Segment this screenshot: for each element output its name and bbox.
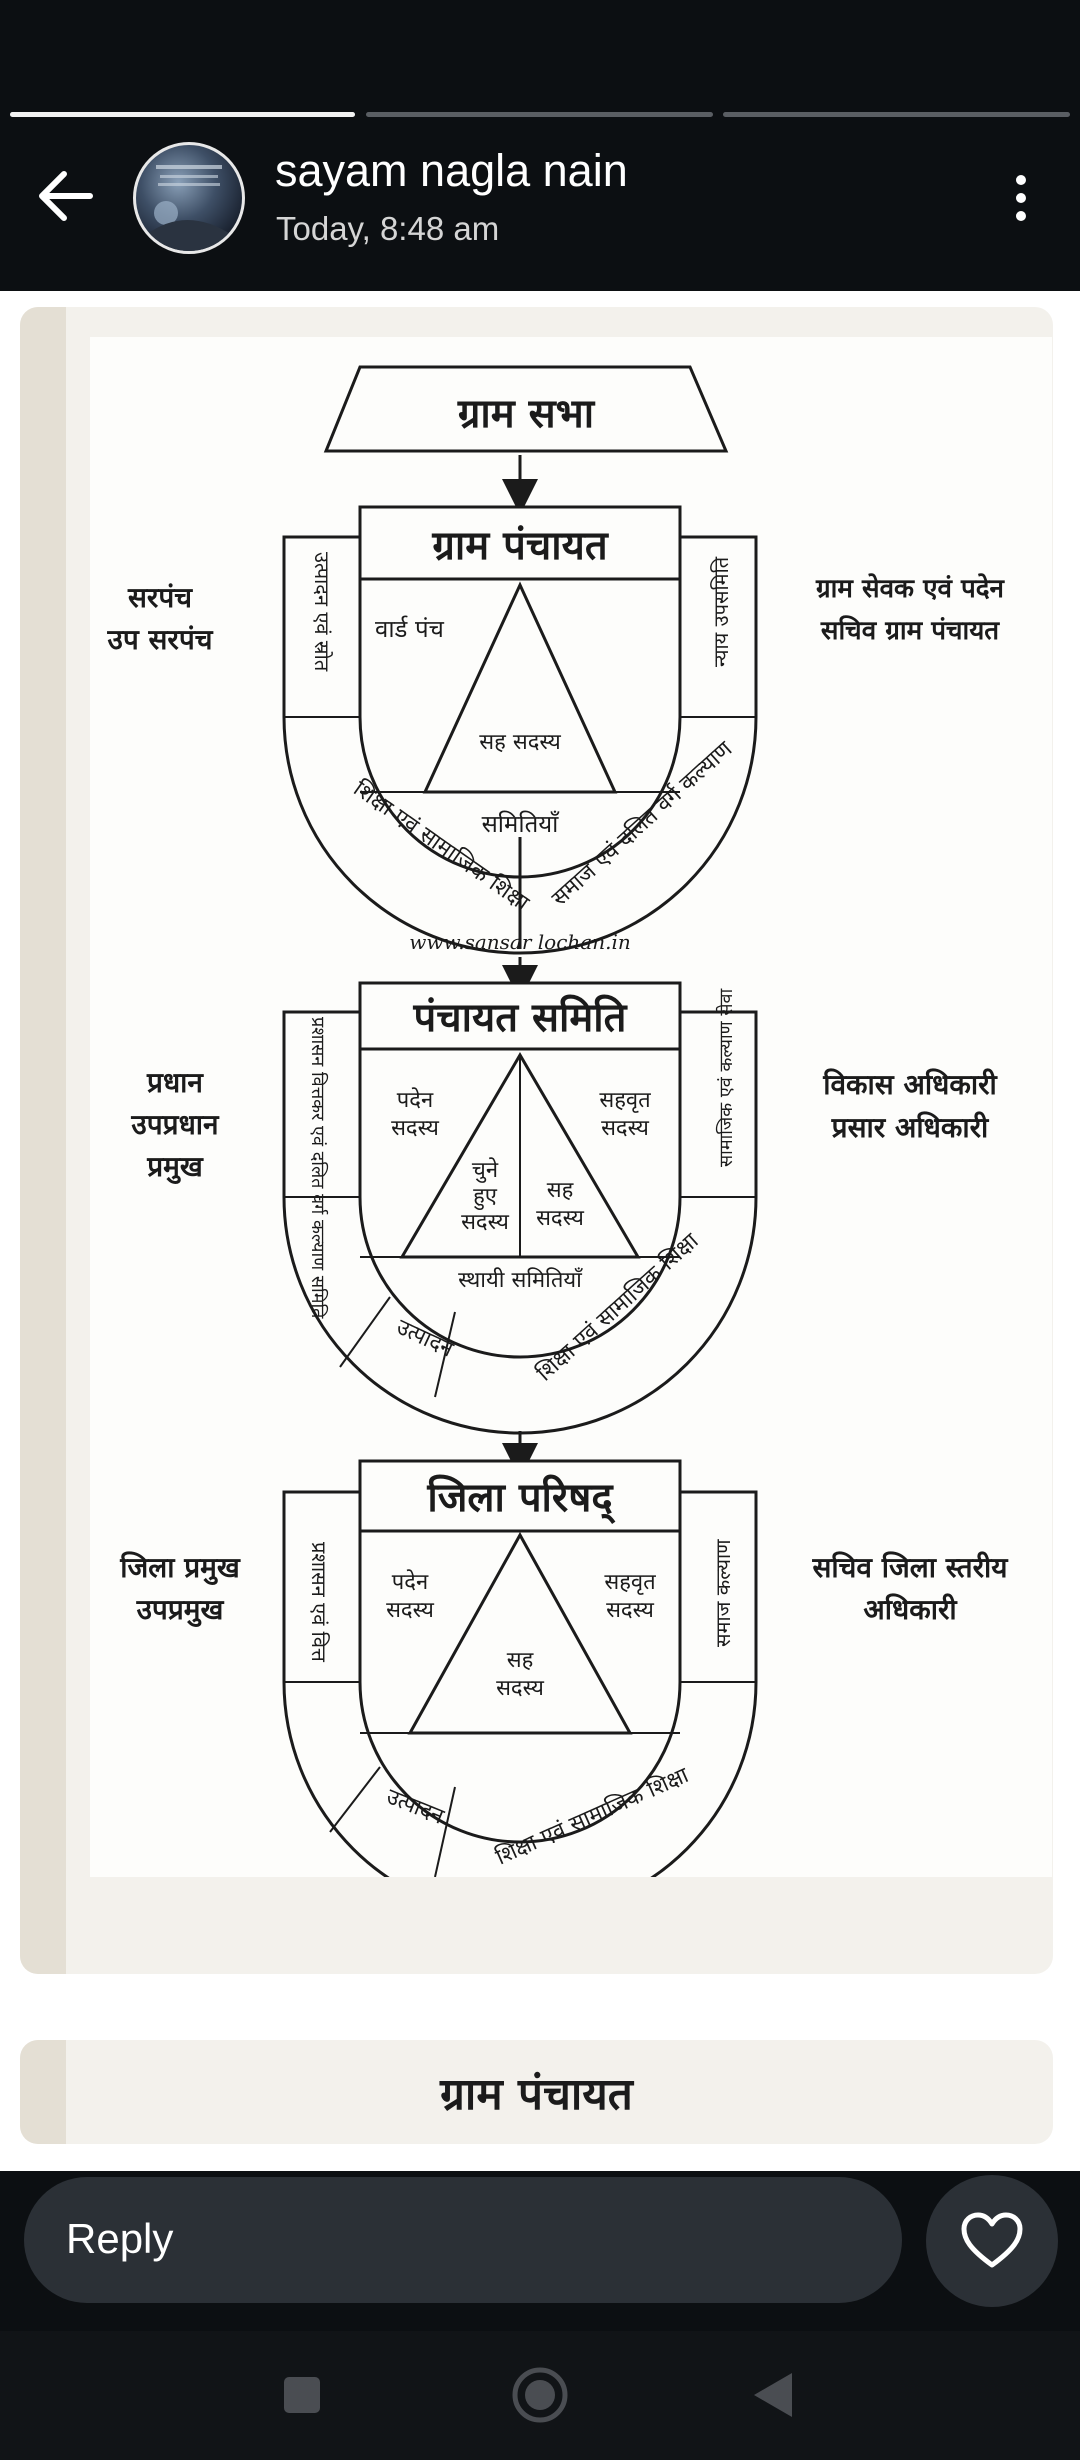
ps-elected-3: सदस्य <box>461 1210 510 1235</box>
zp-ex-officio-2: सदस्य <box>386 1598 435 1623</box>
circle-icon <box>512 2367 568 2423</box>
post-time: Today, 8:48 am <box>276 210 500 247</box>
card-accent-bar <box>20 307 66 1974</box>
arrow-left-icon <box>39 171 93 221</box>
reply-bar: Reply <box>0 2171 1080 2331</box>
gp-bottom-right: समाज एवं दलित वर्ग कल्याण <box>547 735 739 911</box>
gp-committees: समितियाँ <box>482 810 561 838</box>
story-progress-3 <box>723 112 1070 117</box>
more-options-button[interactable] <box>1006 168 1036 228</box>
reply-placeholder: Reply <box>66 2215 174 2262</box>
gram-panchayat-title: ग्राम पंचायत <box>431 523 608 569</box>
zila-parishad-block: जिला परिषद् पदेन सदस्य सहवृत सदस्य सह सद… <box>119 1459 1009 1920</box>
status-content: ग्राम सभा ग्राम पंचायत वार्ड पंच सह सदस्… <box>0 291 1080 2171</box>
ps-elected-1: चुने <box>472 1157 499 1183</box>
ps-ex-officio-1: पदेन <box>397 1087 434 1113</box>
zp-left-arm: प्रशासन एवं वित्त <box>307 1542 331 1663</box>
zp-left-label-1: जिला प्रमुख <box>119 1551 241 1585</box>
gp-right-arm: न्याय उपसमिति <box>709 556 733 667</box>
home-button[interactable] <box>510 2365 570 2429</box>
zp-right-label-2: अधिकारी <box>863 1593 958 1626</box>
card-accent-bar <box>20 2040 66 2144</box>
zp-coopted-2: सदस्य <box>606 1598 655 1623</box>
ps-left-label-1: प्रधान <box>146 1066 204 1099</box>
gp-right-label-2: सचिव ग्राम पंचायत <box>820 615 1000 646</box>
gp-bottom-left: शिक्षा एवं सामाजिक शिक्षा <box>349 776 535 917</box>
ps-right-arm: सामाजिक एवं कल्याण सेवा <box>715 988 737 1167</box>
reply-input[interactable]: Reply <box>24 2177 902 2303</box>
zp-associate-2: सदस्य <box>496 1676 545 1701</box>
next-card-title: ग्राम पंचायत <box>440 2069 633 2120</box>
ps-right-label-2: प्रसार अधिकारी <box>831 1111 990 1144</box>
zp-bottom-left: उत्पादन <box>383 1784 448 1830</box>
ps-right-label-1: विकास अधिकारी <box>822 1068 998 1101</box>
story-progress-1 <box>10 112 355 117</box>
triangle-back-icon <box>754 2373 792 2417</box>
ps-left-label-2: उपप्रधान <box>130 1108 220 1141</box>
panchayat-samiti-block: पंचायत समिति पदेन सदस्य सहवृत सदस्य चुने… <box>130 981 999 1435</box>
zp-right-label-1: सचिव जिला स्तरीय <box>811 1551 1009 1584</box>
zp-left-label-2: उपप्रमुख <box>136 1593 225 1627</box>
zp-right-arm: समाज कल्याण <box>711 1539 735 1647</box>
back-button[interactable] <box>36 168 96 224</box>
image-card: ग्राम सभा ग्राम पंचायत वार्ड पंच सह सदस्… <box>20 307 1053 1974</box>
gp-member: सह सदस्य <box>479 730 562 755</box>
ps-elected-2: हुए <box>473 1184 498 1210</box>
nav-back-button[interactable] <box>752 2371 794 2423</box>
like-button[interactable] <box>926 2175 1058 2307</box>
gram-sabha-box <box>323 365 729 453</box>
system-nav-bar <box>0 2331 1080 2460</box>
gp-left-label-2: उप सरपंच <box>106 623 213 656</box>
ps-ex-officio-2: सदस्य <box>391 1116 440 1141</box>
more-vertical-icon <box>1016 175 1026 221</box>
panchayati-raj-diagram: ग्राम सभा ग्राम पंचायत वार्ड पंच सह सदस्… <box>106 365 1009 1920</box>
heart-icon <box>961 2212 1023 2268</box>
gp-ward: वार्ड पंच <box>375 615 445 643</box>
zp-ex-officio-1: पदेन <box>392 1569 429 1595</box>
ps-associate-1: सह <box>547 1178 574 1203</box>
diagram-photo: ग्राम सभा ग्राम पंचायत वार्ड पंच सह सदस्… <box>90 337 1052 1920</box>
sender-name[interactable]: sayam nagla nain <box>275 145 628 196</box>
watermark: www.sansar lochan.in <box>409 930 630 954</box>
next-card: ग्राम पंचायत <box>20 2040 1053 2144</box>
recents-button[interactable] <box>282 2375 322 2419</box>
gp-right-label-1: ग्राम सेवक एवं पदेन <box>815 573 1006 604</box>
gp-left-label-1: सरपंच <box>127 581 193 614</box>
ps-bottom-left: उत्पादन <box>392 1315 457 1363</box>
ps-standing: स्थायी समितियाँ <box>458 1267 583 1293</box>
gram-panchayat-block: ग्राम पंचायत वार्ड पंच सह सदस्य समितियाँ… <box>106 505 1006 955</box>
panchayat-samiti-title: पंचायत समिति <box>413 994 628 1041</box>
zp-associate-1: सह <box>507 1648 534 1673</box>
avatar-image <box>146 165 232 251</box>
zp-bottom-right: शिक्षा एवं सामाजिक शिक्षा <box>492 1762 693 1870</box>
avatar[interactable] <box>133 142 245 254</box>
ps-coopted-1: सहवृत <box>599 1088 651 1113</box>
ps-associate-2: सदस्य <box>536 1206 585 1231</box>
story-progress-2 <box>366 112 713 117</box>
ps-bottom-right: शिक्षा एवं सामाजिक शिक्षा <box>532 1228 704 1387</box>
ps-left-label-3: प्रमुख <box>146 1150 204 1184</box>
zp-coopted-1: सहवृत <box>604 1570 656 1595</box>
gram-sabha-label: ग्राम सभा <box>457 391 596 437</box>
zila-parishad-title: जिला परिषद् <box>426 1474 616 1524</box>
square-icon <box>284 2377 320 2413</box>
ps-coopted-2: सदस्य <box>601 1116 650 1141</box>
gp-left-arm: उत्पादन एवं स्रोत <box>310 552 334 672</box>
story-header: sayam nagla nain Today, 8:48 am <box>0 0 1080 291</box>
ps-left-arm: प्रशासन वित्तकर एवं दलित वर्ग कल्याण समि… <box>307 1017 329 1319</box>
